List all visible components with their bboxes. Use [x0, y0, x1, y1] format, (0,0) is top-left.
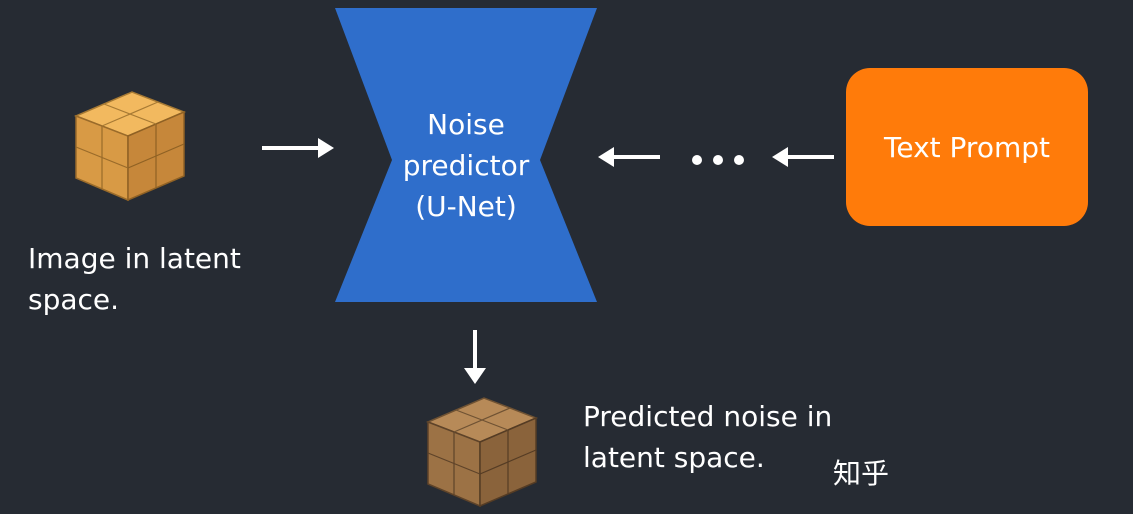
output-noise-caption-line2: latent space. — [583, 441, 765, 474]
unet-hourglass-shape — [335, 8, 597, 302]
text-prompt-box: Text Prompt — [846, 68, 1088, 226]
input-latent-cube-icon — [74, 91, 186, 202]
input-latent-caption-line1: Image in latent — [28, 242, 241, 275]
output-noise-cube-icon — [426, 397, 538, 508]
text-prompt-label: Text Prompt — [884, 130, 1050, 164]
output-arrow — [464, 330, 486, 384]
zhihu-watermark: 知乎 — [833, 457, 890, 490]
unet-label-line2: predictor — [402, 149, 530, 182]
output-noise-caption-line1: Predicted noise in — [583, 400, 833, 433]
unet-label-line3: (U-Net) — [415, 190, 517, 223]
output-noise-caption: Predicted noise in latent space. — [583, 396, 832, 478]
unet-label: Noise predictor (U-Net) — [366, 104, 566, 227]
input-latent-caption-line2: space. — [28, 283, 120, 316]
input-latent-caption: Image in latent space. — [28, 238, 241, 320]
conditioning-arrow-near — [598, 147, 660, 167]
input-arrow — [262, 138, 334, 158]
conditioning-arrow-far — [772, 147, 834, 167]
ellipsis-dots — [692, 155, 744, 165]
unet-label-line1: Noise — [427, 108, 505, 141]
